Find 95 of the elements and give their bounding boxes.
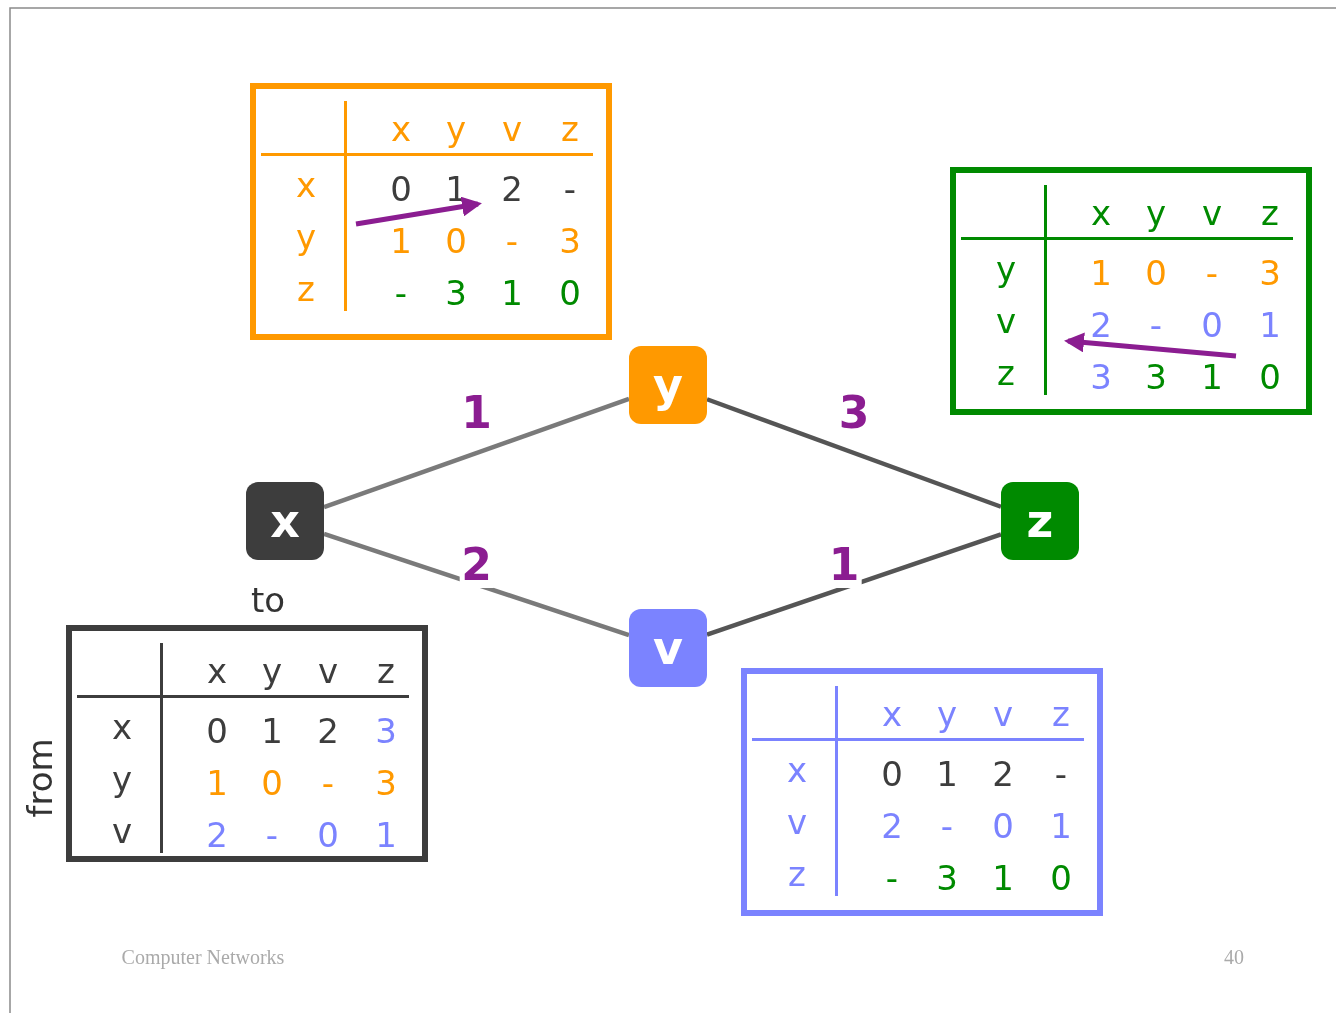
- table-value: 1: [1200, 357, 1224, 397]
- table-value: 0: [1049, 858, 1073, 898]
- table-value: 3: [1144, 357, 1168, 397]
- table-value: 0: [1258, 357, 1282, 397]
- table-value: -: [939, 806, 955, 846]
- row-header: v: [110, 811, 134, 851]
- table-value: -: [562, 169, 578, 209]
- column-header: v: [500, 109, 524, 149]
- column-header: v: [1200, 193, 1224, 233]
- table-value: -: [264, 815, 280, 855]
- table-value: 3: [374, 763, 398, 803]
- table-value: -: [320, 763, 336, 803]
- table-value: 3: [935, 858, 959, 898]
- table-value: -: [1204, 253, 1220, 293]
- column-header: z: [1051, 694, 1071, 734]
- distance-table: [66, 625, 428, 862]
- row-header: x: [110, 707, 134, 747]
- row-header: v: [994, 301, 1018, 341]
- column-header: z: [376, 651, 396, 691]
- link-line: [323, 531, 630, 638]
- row-header: x: [294, 165, 318, 205]
- row-header: y: [994, 249, 1018, 289]
- table-value: 2: [205, 815, 229, 855]
- table-value: 1: [1258, 305, 1282, 345]
- table-value: -: [393, 273, 409, 313]
- table-value: 0: [1200, 305, 1224, 345]
- link-line: [706, 397, 1002, 509]
- table-value: 0: [389, 169, 413, 209]
- distance-table: [250, 83, 612, 340]
- table-value: 1: [205, 763, 229, 803]
- table-value: 3: [444, 273, 468, 313]
- footer-text: Computer Networks: [121, 947, 285, 967]
- column-header: y: [1144, 193, 1168, 233]
- distance-table: [741, 668, 1103, 916]
- table-value: 1: [389, 221, 413, 261]
- table-value: 2: [1089, 305, 1113, 345]
- table-value: 3: [1258, 253, 1282, 293]
- row-header: x: [785, 750, 809, 790]
- row-header: z: [996, 353, 1016, 393]
- table-value: 1: [260, 711, 284, 751]
- column-header: v: [991, 694, 1015, 734]
- table-value: -: [884, 858, 900, 898]
- table-value: 2: [316, 711, 340, 751]
- table-value: -: [1148, 305, 1164, 345]
- column-header: v: [316, 651, 340, 691]
- router-node: [246, 482, 324, 560]
- axis-title: from: [23, 738, 57, 818]
- table-value: 2: [991, 754, 1015, 794]
- column-header: x: [389, 109, 413, 149]
- column-header: z: [1260, 193, 1280, 233]
- node-label: x: [270, 494, 300, 548]
- row-header: v: [785, 802, 809, 842]
- table-value: 0: [1144, 253, 1168, 293]
- table-value: 0: [880, 754, 904, 794]
- column-header: x: [880, 694, 904, 734]
- table-value: 0: [558, 273, 582, 313]
- table-value: 2: [500, 169, 524, 209]
- table-value: 0: [444, 221, 468, 261]
- axis-title: to: [250, 583, 286, 617]
- column-header: x: [205, 651, 229, 691]
- table-value: -: [1053, 754, 1069, 794]
- router-node: [629, 346, 707, 424]
- router-node: [1001, 482, 1079, 560]
- distance-table: [950, 167, 1312, 415]
- link-line: [706, 532, 1002, 637]
- column-header: z: [560, 109, 580, 149]
- table-value: 1: [374, 815, 398, 855]
- column-header: y: [260, 651, 284, 691]
- table-value: 1: [500, 273, 524, 313]
- column-header: y: [935, 694, 959, 734]
- table-value: 1: [935, 754, 959, 794]
- node-label: z: [1026, 494, 1054, 548]
- node-label: y: [653, 358, 683, 412]
- table-value: 0: [316, 815, 340, 855]
- table-value: 3: [374, 711, 398, 751]
- table-value: -: [504, 221, 520, 261]
- row-header: y: [294, 217, 318, 257]
- table-value: 3: [558, 221, 582, 261]
- table-value: 0: [260, 763, 284, 803]
- table-value: 1: [991, 858, 1015, 898]
- table-value: 1: [1089, 253, 1113, 293]
- row-header: z: [787, 854, 807, 894]
- page-number: 40: [1224, 947, 1244, 967]
- table-value: 0: [991, 806, 1015, 846]
- row-header: y: [110, 759, 134, 799]
- table-value: 1: [1049, 806, 1073, 846]
- node-label: v: [653, 621, 683, 675]
- column-header: x: [1089, 193, 1113, 233]
- router-node: [629, 609, 707, 687]
- table-value: 2: [880, 806, 904, 846]
- link-line: [323, 396, 630, 510]
- table-value: 3: [1089, 357, 1113, 397]
- table-value: 0: [205, 711, 229, 751]
- column-header: y: [444, 109, 468, 149]
- row-header: z: [296, 269, 316, 309]
